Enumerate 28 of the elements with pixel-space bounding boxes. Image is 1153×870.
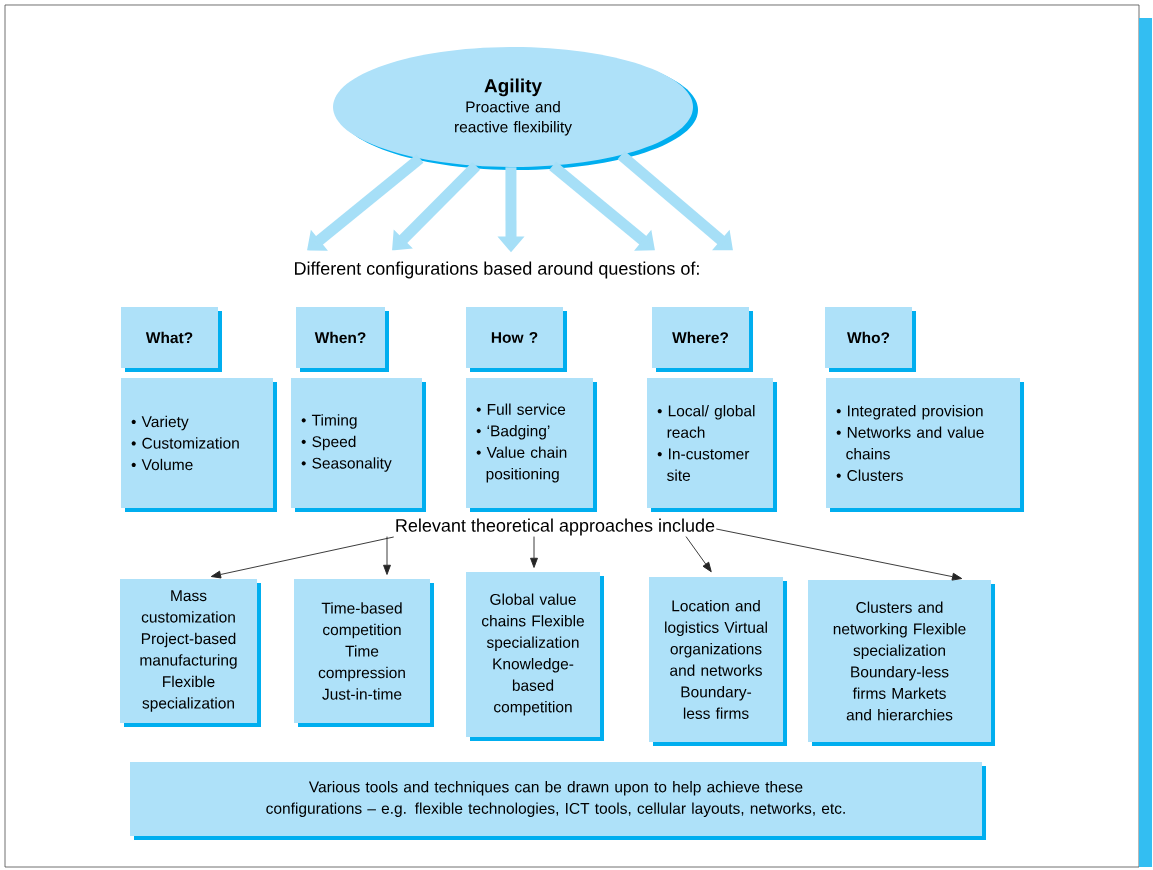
question-box: Who? — [825, 307, 916, 372]
bullet-list-box: • Full service • ‘Badging’ • Value chain positioning — [466, 378, 597, 512]
approach-box: Time-based competition Time compression Just-in-time — [294, 579, 434, 727]
approach-box: Clusters and networking Flexible specialization Boundary-less firms Markets and hierarchies — [808, 580, 995, 746]
oval: Agility Proactive and reactive flexibility — [333, 47, 698, 170]
question-box: How ? — [466, 307, 567, 372]
arrow — [383, 536, 391, 575]
arrow — [685, 536, 712, 573]
block-arrow — [617, 150, 733, 251]
block-arrow — [307, 154, 424, 251]
caption-text: Different configurations based around questions of: — [295, 261, 699, 279]
arrow — [530, 536, 538, 568]
block-arrow — [392, 162, 481, 251]
arrow — [715, 528, 963, 581]
question-box: Where? — [652, 307, 753, 372]
question-box: What? — [121, 307, 222, 372]
approach-box: Global value chains Flexible specialization Knowledge-based competition — [466, 572, 604, 741]
bullet-list-box: • Variety • Customization • Volume — [121, 378, 277, 512]
note-box: Various tools and techniques can be drawn upon to help achieve these configurations – e.g. flexible technologies, ICT tools, cellular layouts, networks, etc. — [130, 762, 986, 840]
caption-text: Relevant theoretical approaches include — [396, 518, 715, 536]
approach-box: Location and logistics Virtual organizations and networks Boundary-less firms — [649, 577, 787, 746]
approach-box: Mass customization Project-based manufacturing Flexible specialization — [120, 579, 261, 727]
bullet-list-box: • Integrated provision • Networks and value chains • Clusters — [826, 378, 1024, 512]
bullet-list-box: • Local/ global reach • In-customer site — [647, 378, 777, 512]
block-arrow — [549, 161, 655, 251]
bullet-list-box: • Timing • Speed • Seasonality — [291, 378, 426, 512]
question-box: When? — [296, 307, 389, 372]
arrow — [210, 536, 395, 579]
